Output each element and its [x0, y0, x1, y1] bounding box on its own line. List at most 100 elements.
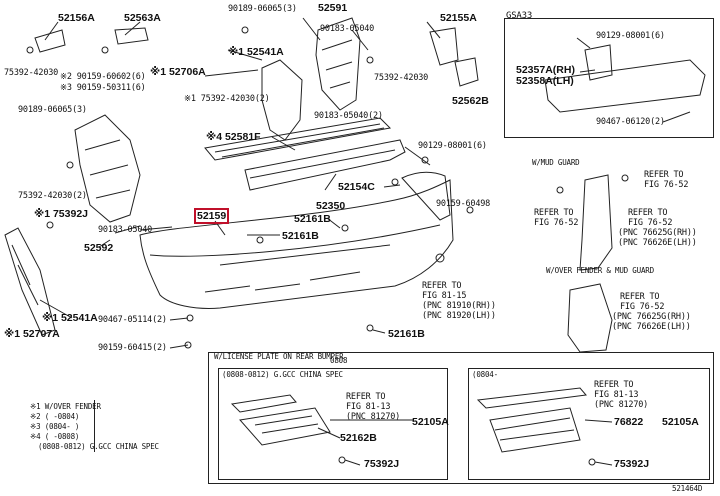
part-label-52562B[interactable]: 52562B — [452, 95, 489, 107]
clip — [46, 221, 54, 229]
part-label-52161B-b[interactable]: 52161B — [282, 230, 319, 242]
part-label-90467-06120[interactable]: 90467-06120(2) — [596, 117, 665, 127]
part-label-90183-05040-top[interactable]: 90183-05040 — [320, 24, 375, 34]
refer-main-line1[interactable]: REFER TO — [422, 281, 462, 291]
license-right-refer-3[interactable]: (PNC 81270) — [594, 400, 649, 410]
clip — [186, 314, 194, 322]
clip — [338, 456, 346, 464]
part-label-75392J-left[interactable]: ※1 75392J — [34, 208, 89, 220]
clip — [391, 178, 399, 186]
clip — [366, 324, 374, 332]
part-label-90183-05040-2[interactable]: 90183-05040(2) — [314, 111, 383, 121]
part-label-75392-42030[interactable]: 75392-42030 — [4, 68, 59, 78]
clip — [366, 56, 374, 64]
step-pad-ribs — [214, 123, 385, 158]
leader-line — [139, 226, 173, 231]
leader-line — [98, 239, 111, 248]
over-fender-refer-2[interactable]: FIG 76-52 — [620, 302, 665, 312]
part-label-90189-06065-left[interactable]: 90189-06065(3) — [18, 105, 87, 115]
part-label-52105A-right[interactable]: 52105A — [662, 416, 699, 428]
legend-line-2: ※2 ( -0804) — [30, 412, 80, 421]
over-fender-pnc-2[interactable]: (PNC 76626E(LH)) — [612, 322, 691, 332]
mud-refer-right-1[interactable]: REFER TO — [628, 208, 668, 218]
gsa33-bracket — [544, 59, 706, 113]
refer-main-line4[interactable]: (PNC 81920(LH)) — [422, 311, 496, 321]
part-label-90159-50311[interactable]: ※3 90159-50311(6) — [60, 83, 146, 93]
part-label-52161B-c[interactable]: 52161B — [388, 328, 425, 340]
part-label-52162B[interactable]: 52162B — [340, 432, 377, 444]
part-label-75392-42030-3[interactable]: 75392-42030(2) — [18, 191, 87, 201]
leader-line — [169, 317, 189, 321]
inset-over-fender-title: W/OVER FENDER & MUD GUARD — [546, 266, 654, 275]
license-garnish-right-ribs — [494, 417, 575, 441]
over-fender-ribs — [11, 244, 39, 306]
upper-absorber-ribs — [321, 39, 353, 89]
mud-refer-top-1[interactable]: REFER TO — [644, 170, 684, 180]
part-label-52155A[interactable]: 52155A — [440, 12, 477, 24]
part-label-90159-60498[interactable]: 90159-60498 — [436, 199, 491, 209]
side-bracket-right — [429, 27, 459, 66]
bumper-extension-left — [74, 114, 141, 223]
part-label-52541A-bottom[interactable]: ※1 52541A — [42, 312, 98, 324]
clip — [588, 458, 596, 466]
inset-license-title: W/LICENSE PLATE ON REAR BUMPER — [214, 352, 344, 361]
part-label-90183-05040-left[interactable]: 90183-05040 — [98, 225, 153, 235]
part-label-75392-42030-2[interactable]: ※1 75392-42030(2) — [184, 94, 270, 104]
part-label-75392J-license-right[interactable]: 75392J — [614, 458, 650, 470]
refer-main-line2[interactable]: FIG 81-15 — [422, 291, 467, 301]
part-label-75392-42030-mid[interactable]: 75392-42030 — [374, 73, 429, 83]
over-fender-pnc-1[interactable]: (PNC 76625G(RH)) — [612, 312, 691, 322]
mud-pnc-1[interactable]: (PNC 76625G(RH)) — [618, 228, 697, 238]
clip — [466, 206, 474, 214]
part-label-90159-60415[interactable]: 90159-60415(2) — [98, 343, 167, 353]
inset-license-left-title: (0808-0812) G.GCC CHINA SPEC — [222, 370, 343, 379]
part-label-90129-08001-gsa[interactable]: 90129-08001(6) — [596, 31, 665, 41]
part-label-52591[interactable]: 52591 — [318, 2, 348, 14]
part-label-52161B-a[interactable]: 52161B — [294, 213, 331, 225]
inset-license-right-title: (0804- — [472, 370, 498, 379]
side-bracket-left-a — [34, 29, 66, 53]
refer-main-line3[interactable]: (PNC 81910(RH)) — [422, 301, 496, 311]
mud-refer-right-2[interactable]: FIG 76-52 — [628, 218, 673, 228]
mud-refer-top-2[interactable]: FIG 76-52 — [644, 180, 689, 190]
part-label-52156A[interactable]: 52156A — [58, 12, 95, 24]
part-label-75392J-license-left[interactable]: 75392J — [364, 458, 400, 470]
leader-line — [383, 184, 401, 188]
part-label-52105A-left[interactable]: 52105A — [412, 416, 449, 428]
part-label-52358A[interactable]: 52358A(LH) — [516, 75, 574, 87]
bumper-extension-right — [261, 59, 303, 141]
bumper-reinforcement — [244, 139, 406, 191]
part-label-90189-06065-top[interactable]: 90189-06065(3) — [228, 4, 297, 14]
clip — [101, 46, 109, 54]
part-label-52350[interactable]: 52350 — [316, 200, 346, 212]
license-right-refer-2[interactable]: FIG 81-13 — [594, 390, 639, 400]
part-label-52581F[interactable]: ※4 52581F — [206, 131, 261, 143]
part-label-52707A[interactable]: ※1 52707A — [4, 328, 60, 340]
mud-pnc-2[interactable]: (PNC 76626E(LH)) — [618, 238, 697, 248]
part-label-52563A[interactable]: 52563A — [124, 12, 161, 24]
inset-license-code: 0808 — [330, 356, 348, 365]
part-label-90159-60602[interactable]: ※2 90159-60602(6) — [60, 72, 146, 82]
part-label-52541A-top[interactable]: ※1 52541A — [228, 46, 284, 58]
mud-refer-left-2[interactable]: FIG 76-52 — [534, 218, 579, 228]
part-label-52159[interactable]: 52159 — [194, 208, 230, 224]
part-label-52592[interactable]: 52592 — [84, 242, 114, 254]
part-label-90129-08001[interactable]: 90129-08001(6) — [418, 141, 487, 151]
license-left-refer-1[interactable]: REFER TO — [346, 392, 386, 402]
part-label-52706A[interactable]: ※1 52706A — [150, 66, 206, 78]
license-left-refer-2[interactable]: FIG 81-13 — [346, 402, 391, 412]
mud-guard — [579, 174, 613, 271]
part-label-76822[interactable]: 76822 — [614, 416, 644, 428]
mud-refer-left-1[interactable]: REFER TO — [534, 208, 574, 218]
license-right-refer-1[interactable]: REFER TO — [594, 380, 634, 390]
over-fender-refer-1[interactable]: REFER TO — [620, 292, 660, 302]
legend-frame — [22, 400, 95, 452]
leader-line — [114, 225, 141, 234]
leader-line — [426, 21, 441, 39]
inset-gsa33-title: GSA33 — [506, 11, 533, 21]
license-left-refer-3[interactable]: (PNC 81270) — [346, 412, 401, 422]
part-label-52357A[interactable]: 52357A(RH) — [516, 64, 575, 76]
part-label-90467-05114[interactable]: 90467-05114(2) — [98, 315, 167, 325]
reflector — [435, 253, 445, 263]
part-label-52154C[interactable]: 52154C — [338, 181, 375, 193]
